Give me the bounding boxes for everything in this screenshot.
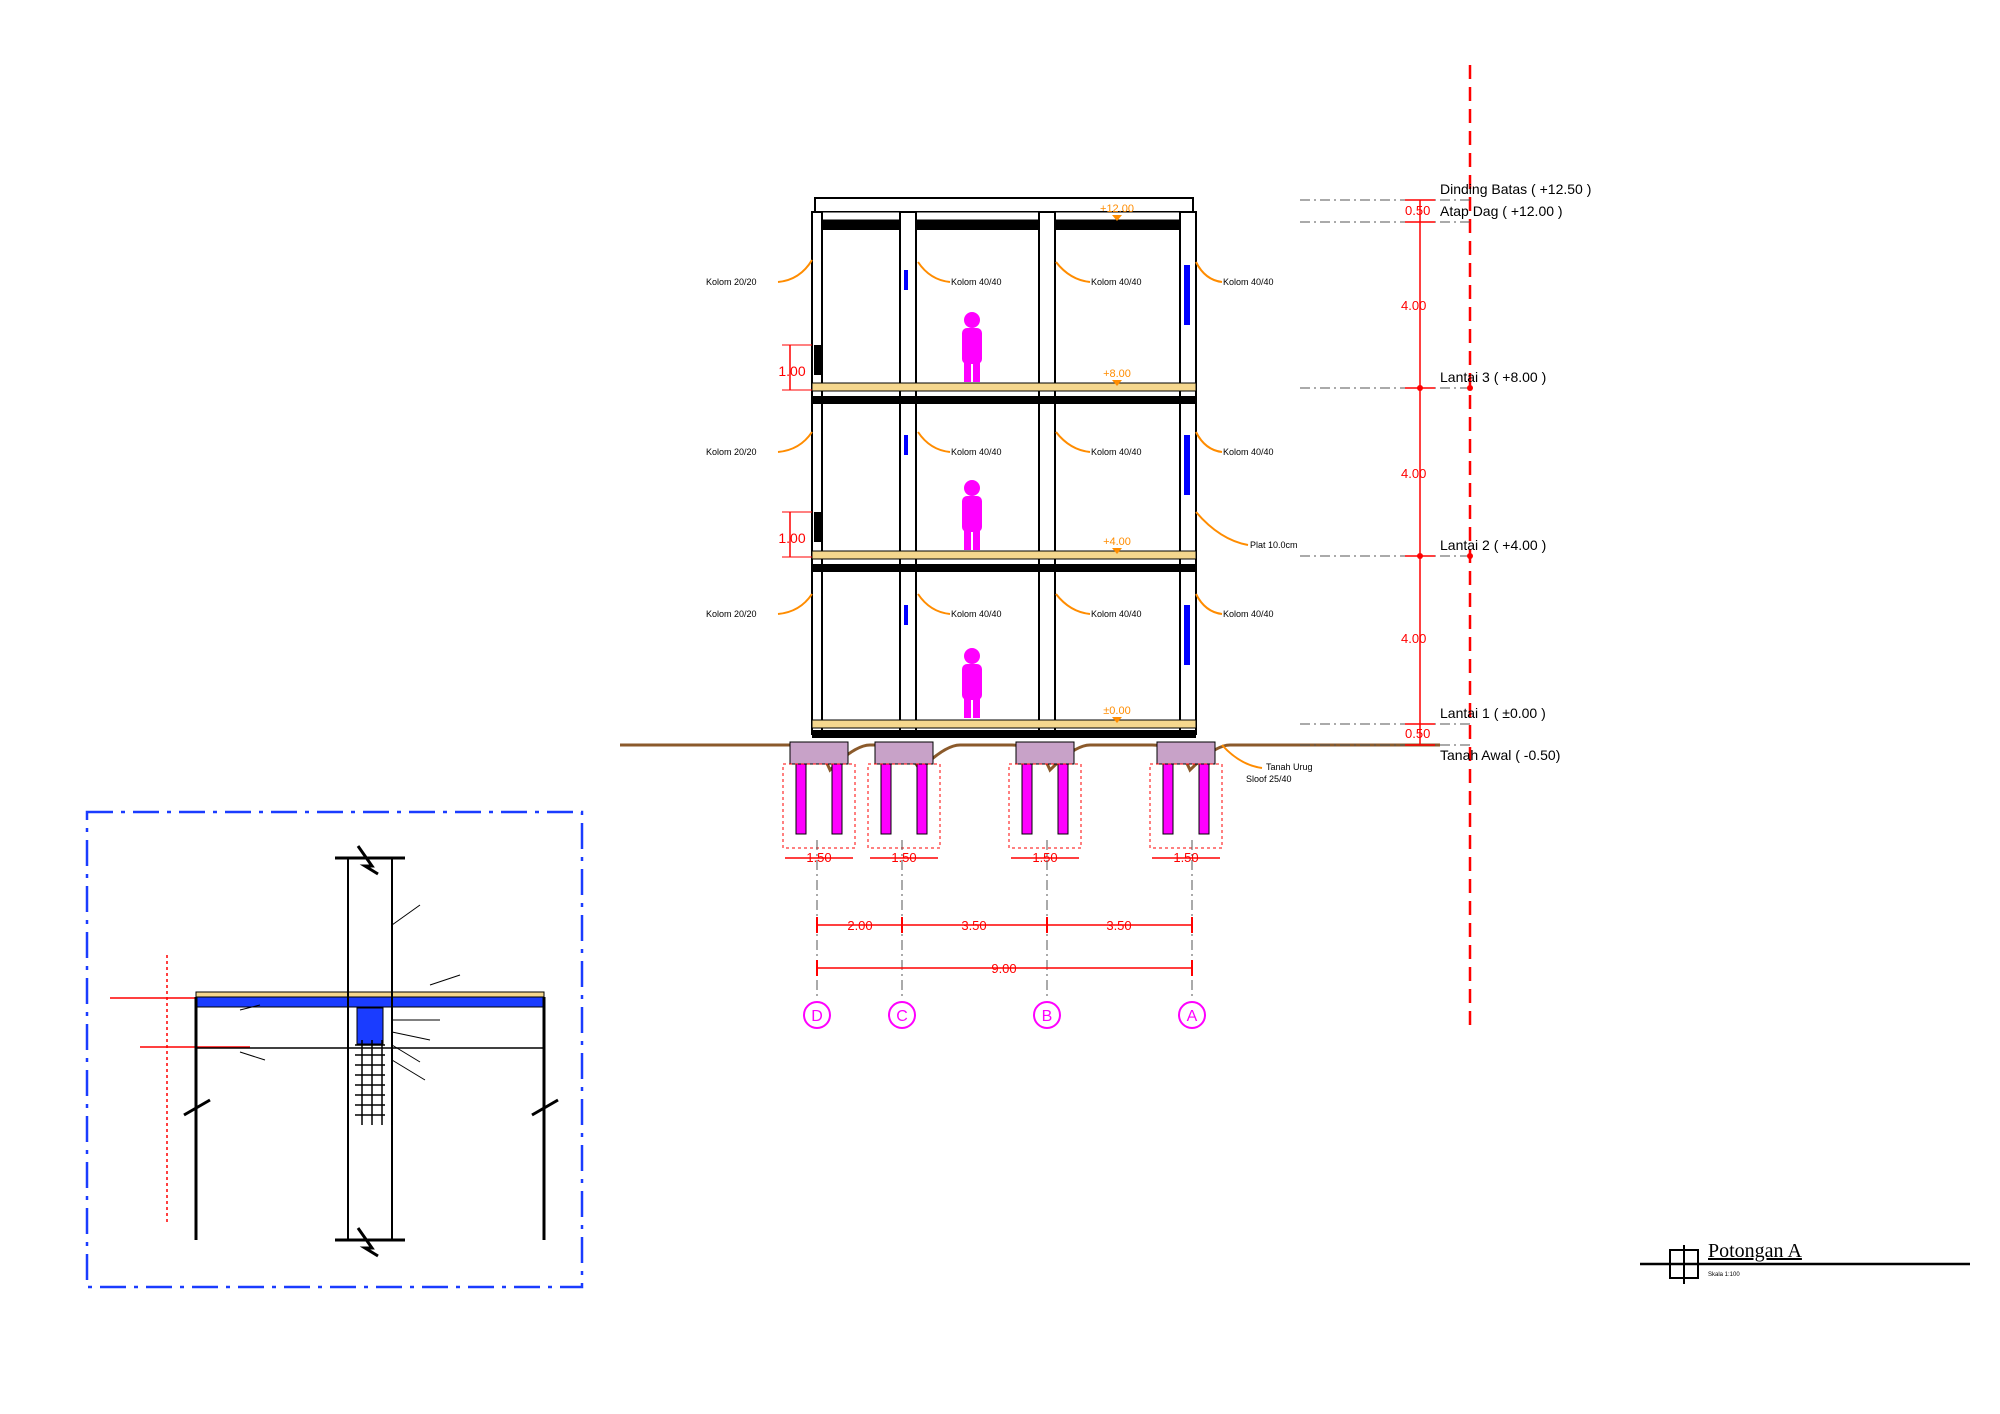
glass-panels	[814, 265, 1190, 665]
label-kolom-4040: Kolom 40/40	[951, 277, 1002, 287]
pile-dim-label: 1.50	[891, 850, 916, 865]
label-kolom-4040: Kolom 40/40	[1223, 277, 1274, 287]
pile-cap-a	[1149, 741, 1223, 849]
elev-mark-3: +8.00	[1103, 368, 1131, 380]
vdim-parapet: 0.50	[1405, 203, 1430, 218]
axis-d: D	[811, 1008, 823, 1025]
axis-lines	[816, 840, 1193, 1000]
vdim-ground: 0.50	[1405, 726, 1430, 741]
vdim-floor-1: 4.00	[1401, 631, 1426, 646]
pile-cap-b	[1008, 741, 1082, 849]
pile-dim-label: 1.50	[1032, 850, 1057, 865]
column-labels: Kolom 20/20 Kolom 40/40 Kolom 40/40 Kolo…	[706, 259, 1313, 784]
human-figure-2	[962, 480, 982, 550]
floor-slabs	[811, 382, 1197, 738]
span-dim-ba: 3.50	[1106, 918, 1131, 933]
label-sloof: Sloof 25/40	[1246, 774, 1292, 784]
pile-cap-c	[867, 741, 941, 849]
span-dim-cb: 3.50	[961, 918, 986, 933]
vdim-floor-3: 4.00	[1401, 298, 1426, 313]
window-dim-2: 1.00	[778, 530, 805, 546]
label-kolom-2020: Kolom 20/20	[706, 447, 757, 457]
roof-slab	[814, 197, 1194, 230]
elev-mark-1: ±0.00	[1103, 705, 1130, 717]
pile-dim-label: 1.50	[1173, 850, 1198, 865]
drawing-scale: Skala 1:100	[1708, 1272, 1740, 1278]
span-dimensions: 2.00 3.50 3.50 9.00	[816, 917, 1193, 976]
label-kolom-4040: Kolom 40/40	[1091, 277, 1142, 287]
axis-b: B	[1042, 1008, 1053, 1025]
columns	[811, 211, 1197, 735]
label-kolom-2020: Kolom 20/20	[706, 277, 757, 287]
building-section: 1.50 1.50 1.50 1.50 2.00 3.50 3.50 9.00	[620, 65, 1591, 1030]
label-kolom-4040: Kolom 40/40	[1091, 609, 1142, 619]
axis-a: A	[1187, 1008, 1198, 1025]
label-kolom-4040: Kolom 40/40	[1223, 447, 1274, 457]
level-lantai-2: Lantai 2 ( +4.00 )	[1440, 537, 1546, 553]
label-plat: Plat 10.0cm	[1250, 540, 1298, 550]
pile-dimensions: 1.50 1.50 1.50 1.50	[785, 850, 1220, 865]
elev-mark-roof: +12.00	[1100, 203, 1134, 215]
pile-cap-d	[782, 741, 856, 849]
drawing-title: Potongan A	[1708, 1240, 1802, 1262]
label-kolom-4040: Kolom 40/40	[1091, 447, 1142, 457]
level-atap-dag: Atap Dag ( +12.00 )	[1440, 203, 1563, 219]
label-tanah-urug: Tanah Urug	[1266, 762, 1313, 772]
elevation-dimension-chain: 0.50 4.00 4.00 4.00 0.50 Dinding Batas (…	[1300, 65, 1591, 1030]
window-dims: 1.00 1.00	[778, 344, 812, 558]
label-kolom-4040: Kolom 40/40	[951, 609, 1002, 619]
foundations	[782, 741, 1223, 849]
vdim-floor-2: 4.00	[1401, 466, 1426, 481]
level-lantai-3: Lantai 3 ( +8.00 )	[1440, 369, 1546, 385]
axis-c: C	[896, 1008, 908, 1025]
label-kolom-4040: Kolom 40/40	[1223, 609, 1274, 619]
detail-frame	[85, 810, 584, 1289]
window-dim-3: 1.00	[778, 363, 805, 379]
axis-bubbles: D C B A	[803, 1001, 1206, 1029]
human-figure-3	[962, 312, 982, 382]
pile-dim-label: 1.50	[806, 850, 831, 865]
level-tanah-awal: Tanah Awal ( -0.50)	[1440, 747, 1560, 763]
label-kolom-4040: Kolom 40/40	[951, 447, 1002, 457]
level-dinding-batas: Dinding Batas ( +12.50 )	[1440, 181, 1591, 197]
human-figure-1	[962, 648, 982, 718]
level-lantai-1: Lantai 1 ( ±0.00 )	[1440, 705, 1546, 721]
elev-mark-2: +4.00	[1103, 536, 1131, 548]
label-kolom-2020: Kolom 20/20	[706, 609, 757, 619]
span-dim-dc: 2.00	[847, 918, 872, 933]
total-dim: 9.00	[991, 961, 1016, 976]
detail-inset	[85, 810, 584, 1289]
elevation-marks: +12.00 +8.00 +4.00 ±0.00	[1100, 203, 1134, 723]
title-block: Potongan A Skala 1:100	[1640, 1240, 1970, 1284]
human-figures	[962, 312, 982, 718]
